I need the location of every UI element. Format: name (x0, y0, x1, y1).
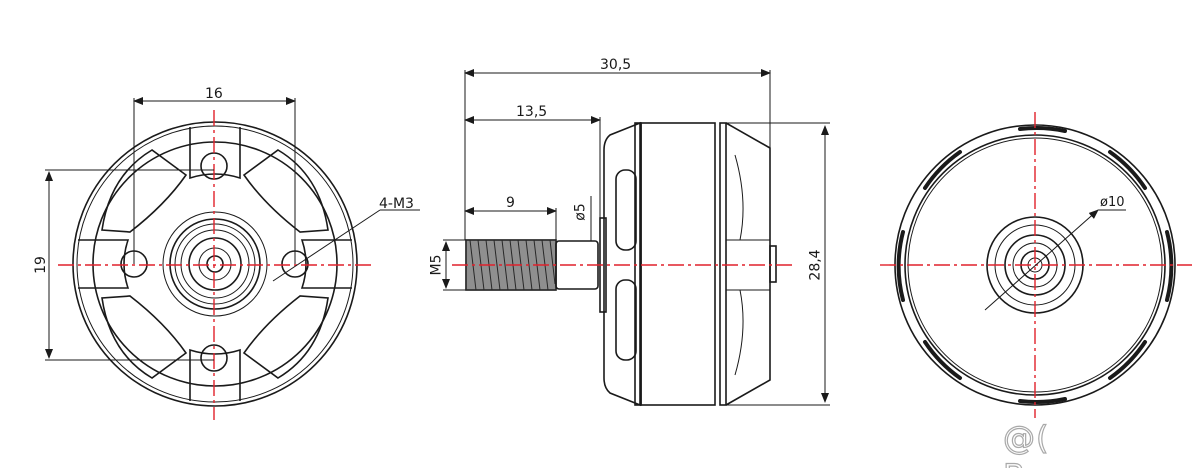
front-view (45, 97, 420, 420)
watermark: @( Bazos.cz (1002, 418, 1149, 468)
dim-thread-label: M5 (428, 254, 445, 276)
rear-view (880, 112, 1192, 418)
side-view (442, 69, 830, 407)
dim-body-diameter-label: 28,4 (807, 249, 824, 281)
dim-shaft-length-label: 13,5 (516, 104, 548, 120)
dim-horizontal-label: 16 (205, 86, 223, 102)
dim-vertical-label: 19 (32, 256, 49, 274)
hole-callout-label: 4-M3 (379, 196, 414, 212)
dim-hub-diameter-label: ø10 (1100, 195, 1125, 210)
dim-overall-length-label: 30,5 (600, 57, 632, 73)
dim-shaft-diameter-label: ø5 (572, 203, 589, 221)
dim-thread-length-label: 9 (506, 195, 515, 211)
